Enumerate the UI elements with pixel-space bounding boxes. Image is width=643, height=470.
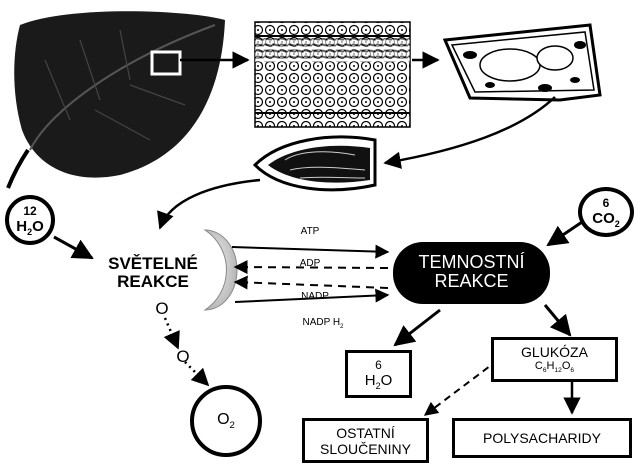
other-compounds-line1: OSTATNÍ [336, 424, 395, 441]
water-product-coefficient: 6 [375, 357, 382, 372]
polysaccharides-label: POLYSACHARIDY [483, 430, 601, 446]
water-product-formula: H2O [364, 371, 393, 391]
dark-reaction-label: TEMNOSTNÍ REAKCE [393, 253, 550, 291]
oxygen-atom-1: O [155, 299, 169, 318]
atp-label: ATP [300, 226, 320, 237]
light-reaction-line2: REAKCE [117, 271, 189, 291]
light-reaction-label: SVĚTELNÉ REAKCE [98, 255, 208, 291]
nadph2-label: NADP H2 [302, 317, 344, 330]
glucose-formula: C6H12O6 [534, 360, 575, 375]
water-product-box: 6 H2O [345, 350, 412, 398]
co2-coefficient: 6 [602, 195, 610, 210]
co2-formula: CO2 [592, 209, 620, 229]
nadp-label: NADP [301, 291, 329, 302]
other-compounds-line2: SLOUČENINY [319, 440, 412, 457]
oxygen-atom-2: O [176, 347, 190, 366]
water-input-circle: 12 H2O [5, 195, 55, 245]
polysaccharides-box: POLYSACHARIDY [452, 418, 632, 458]
glucose-name: GLUKÓZA [521, 344, 588, 361]
chloroplast-illustration [252, 135, 377, 192]
leaf-illustration [6, 11, 225, 189]
oxygen-output-circle: O2 [190, 385, 262, 457]
adp-label: ADP [299, 258, 321, 269]
water-coefficient: 12 [23, 203, 37, 218]
leaf-cross-section [254, 21, 411, 128]
dark-reaction-line2: REAKCE [434, 270, 509, 291]
dark-reaction-line1: TEMNOSTNÍ [418, 252, 525, 272]
plant-cell [442, 23, 602, 102]
dark-reaction-shape [393, 242, 550, 304]
co2-input-circle: 6 CO2 [578, 187, 634, 237]
water-formula: H2O [16, 217, 44, 237]
light-reaction-line1: SVĚTELNÉ [108, 254, 198, 273]
glucose-box: GLUKÓZA C6H12O6 [491, 337, 618, 382]
other-compounds-box: OSTATNÍ SLOUČENINY [302, 418, 429, 463]
